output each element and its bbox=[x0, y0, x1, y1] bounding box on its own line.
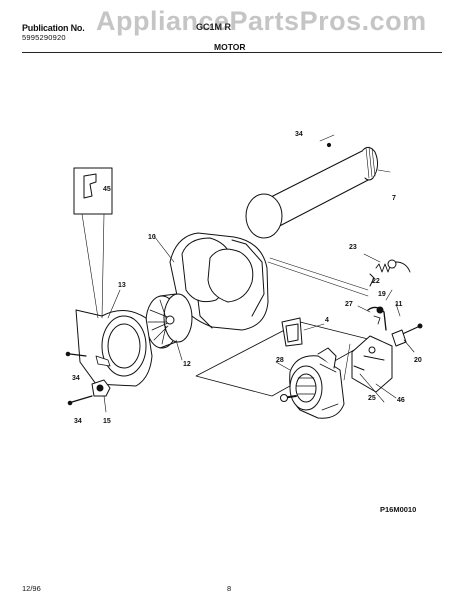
idler-pulley-assembly bbox=[357, 289, 401, 331]
publication-label: Publication No. bbox=[22, 23, 85, 33]
idler-bracket bbox=[343, 335, 397, 403]
drive-motor bbox=[275, 347, 345, 419]
exhaust-duct bbox=[245, 134, 391, 239]
callout-34-b: 34 bbox=[72, 375, 80, 382]
inset-detail-box bbox=[73, 167, 113, 319]
blower-wheel bbox=[145, 293, 193, 361]
callout-28: 28 bbox=[276, 357, 284, 364]
idler-bolt bbox=[391, 323, 423, 353]
callout-4: 4 bbox=[325, 317, 329, 324]
callout-22: 22 bbox=[372, 278, 380, 285]
callout-11: 11 bbox=[395, 301, 403, 308]
callout-10: 10 bbox=[148, 234, 156, 241]
blower-clip bbox=[91, 379, 111, 413]
callout-27: 27 bbox=[345, 301, 353, 308]
callout-20: 20 bbox=[414, 357, 422, 364]
section-title: MOTOR bbox=[214, 42, 246, 52]
page-number: 8 bbox=[227, 584, 232, 593]
model-label: GC1M R bbox=[196, 22, 232, 32]
publication-number: 5995290920 bbox=[22, 33, 66, 42]
callout-13: 13 bbox=[118, 282, 126, 289]
motor-bracket bbox=[281, 317, 325, 347]
callout-15: 15 bbox=[103, 418, 111, 425]
callout-34-c: 34 bbox=[74, 418, 82, 425]
screw-34-bottom bbox=[67, 395, 93, 406]
screw-34-top bbox=[326, 142, 332, 148]
blower-cover bbox=[75, 289, 153, 387]
callout-19: 19 bbox=[378, 291, 386, 298]
watermark: AppliancePartsPros.com bbox=[96, 6, 427, 36]
callout-7: 7 bbox=[392, 195, 396, 202]
drawing-code: P16M0010 bbox=[380, 505, 417, 514]
callout-46: 46 bbox=[397, 397, 405, 404]
callout-12: 12 bbox=[183, 361, 191, 368]
screw-34-mid bbox=[65, 351, 87, 357]
callout-23: 23 bbox=[349, 244, 357, 251]
callout-45: 45 bbox=[103, 186, 111, 193]
header-rule bbox=[22, 52, 442, 53]
idler-spring bbox=[363, 253, 411, 287]
revision-date: 12/96 bbox=[22, 584, 41, 593]
blower-housing bbox=[153, 232, 269, 331]
callout-34-a: 34 bbox=[295, 131, 303, 138]
callout-25: 25 bbox=[368, 395, 376, 402]
